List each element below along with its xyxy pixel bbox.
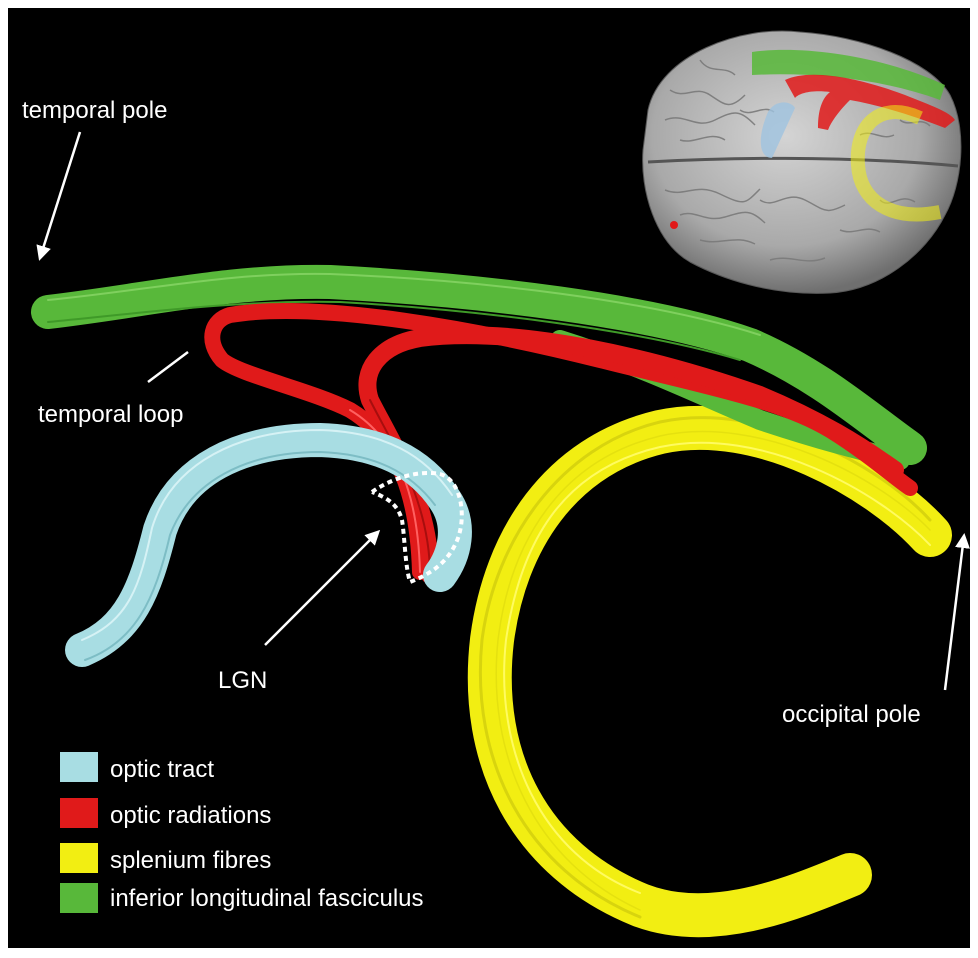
optic-tract xyxy=(82,430,455,660)
legend-label-ilf: inferior longitudinal fasciculus xyxy=(110,885,424,912)
legend-swatch-ilf xyxy=(60,883,98,913)
label-temporal-loop: temporal loop xyxy=(38,401,183,428)
label-occipital-pole: occipital pole xyxy=(782,701,921,728)
legend-label-optic-tract: optic tract xyxy=(110,756,214,783)
splenium-fibres xyxy=(480,418,930,917)
label-lgn: LGN xyxy=(218,667,267,694)
legend-swatch-optic-tract xyxy=(60,752,98,782)
legend-swatch-splenium-fibres xyxy=(60,843,98,873)
brain-inset-icon xyxy=(643,31,961,293)
legend: optic tract optic radiations splenium fi… xyxy=(60,752,424,913)
legend-swatch-optic-radiations xyxy=(60,798,98,828)
inferior-longitudinal-fasciculus xyxy=(48,274,910,460)
label-temporal-pole: temporal pole xyxy=(22,97,167,124)
legend-label-splenium-fibres: splenium fibres xyxy=(110,847,271,874)
legend-label-optic-radiations: optic radiations xyxy=(110,802,271,829)
